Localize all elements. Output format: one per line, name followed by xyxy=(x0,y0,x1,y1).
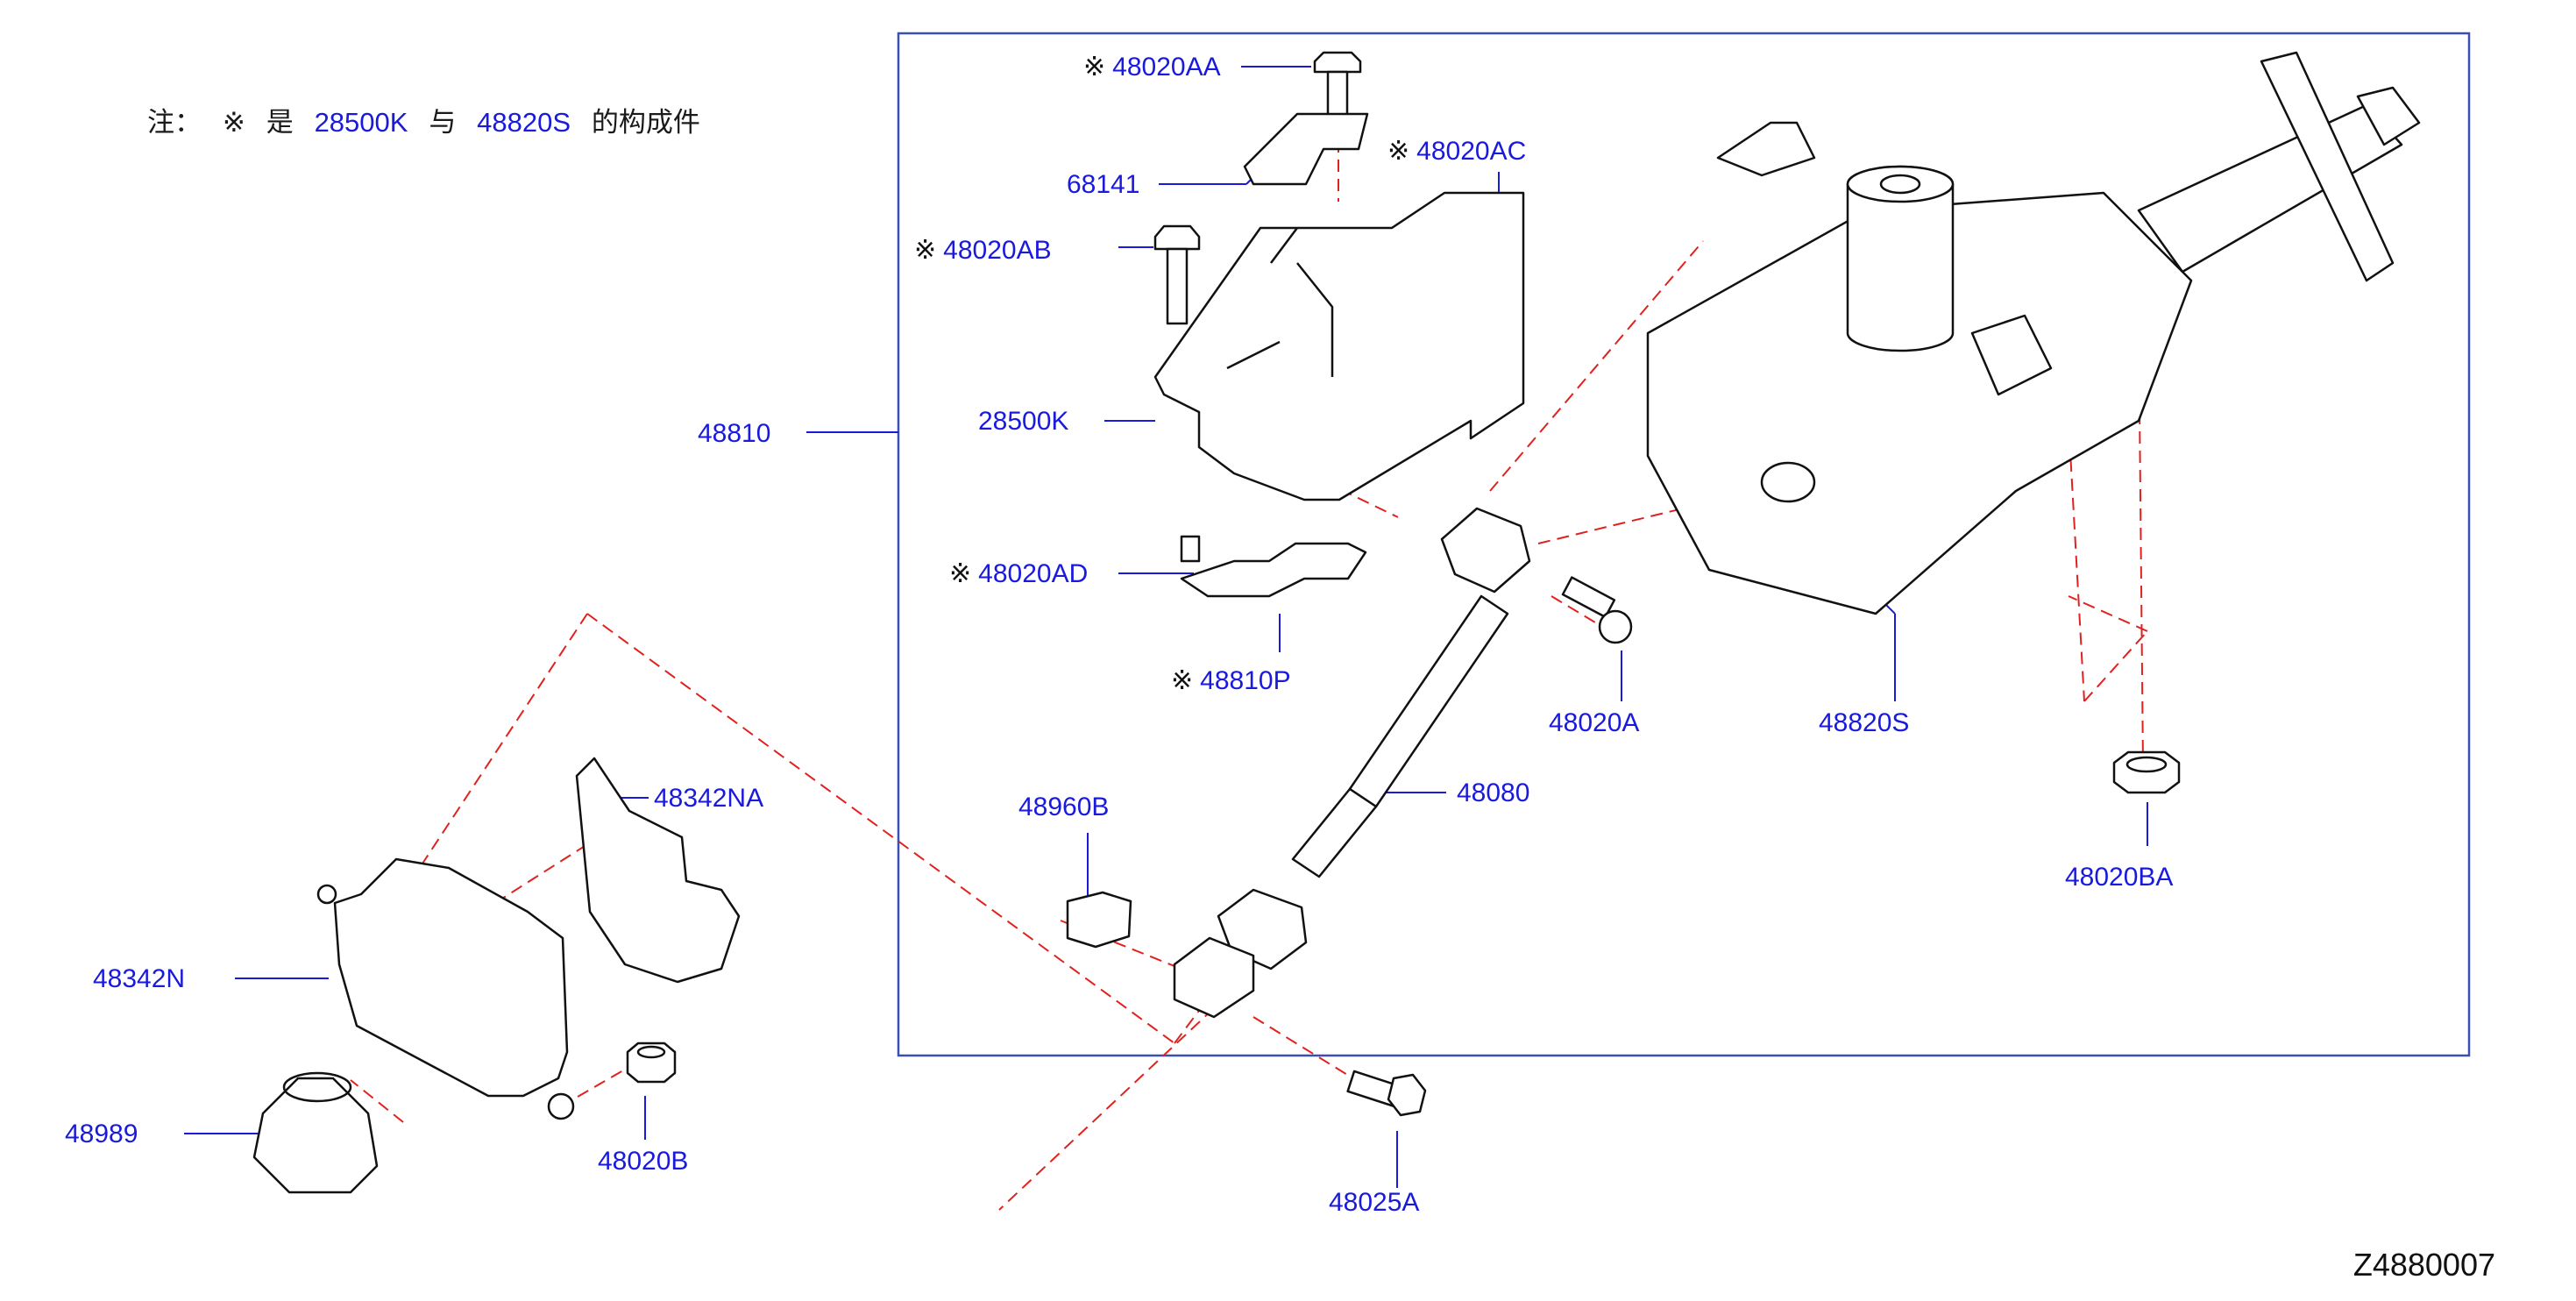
label-48820S[interactable]: 48820S xyxy=(1819,708,1910,737)
cover-48342NA xyxy=(575,757,741,984)
boot-48989 xyxy=(252,1071,379,1194)
label-48342NA[interactable]: 48342NA xyxy=(654,784,764,813)
label-48020AA[interactable]: ※48020AA xyxy=(1083,52,1221,82)
label-48020A[interactable]: 48020A xyxy=(1549,708,1640,737)
note-line: 注： ※ 是 28500K 与 48820S 的构成件 xyxy=(147,100,700,139)
steering-column-48820S xyxy=(1646,51,2421,615)
part-outlines xyxy=(252,51,2421,1194)
label-48810P[interactable]: ※48810P xyxy=(1171,665,1291,696)
note-symbol-mark: ※ xyxy=(914,235,937,266)
diagram-code: Z4880007 xyxy=(2352,1247,2495,1283)
label-48342N[interactable]: 48342N xyxy=(93,964,186,993)
bolt-48020A xyxy=(1561,576,1633,644)
note-symbol-mark: ※ xyxy=(1387,136,1410,167)
label-48020AB[interactable]: ※48020AB xyxy=(914,235,1052,266)
note-part-b[interactable]: 48820S xyxy=(477,107,571,138)
assembly-frame xyxy=(897,32,2471,1057)
seal-48960B xyxy=(1066,891,1132,949)
note-prefix: 注： xyxy=(147,107,202,139)
label-48810[interactable]: 48810 xyxy=(698,419,771,448)
note-suffix: 的构成件 xyxy=(591,107,700,139)
note-part-a[interactable]: 28500K xyxy=(314,107,408,138)
label-48960B[interactable]: 48960B xyxy=(1018,793,1110,821)
label-48020AC[interactable]: ※48020AC xyxy=(1387,136,1527,167)
control-unit-28500K xyxy=(1153,191,1525,501)
bolt-48020AA xyxy=(1313,51,1362,117)
label-68141[interactable]: 68141 xyxy=(1067,170,1140,199)
label-48025A[interactable]: 48025A xyxy=(1329,1188,1420,1217)
note-symbol-mark: ※ xyxy=(949,558,972,589)
label-28500K[interactable]: 28500K xyxy=(978,407,1069,436)
nut-48020BA xyxy=(2112,750,2181,794)
cover-48342N xyxy=(333,857,569,1098)
label-48020BA[interactable]: 48020BA xyxy=(2065,863,2174,892)
bolt-48020AB xyxy=(1153,224,1201,325)
note-symbol-mark: ※ xyxy=(1171,665,1194,696)
label-48989[interactable]: 48989 xyxy=(65,1120,138,1148)
label-48020B[interactable]: 48020B xyxy=(598,1147,689,1176)
note-symbol: ※ xyxy=(222,107,245,139)
bolt-48025A xyxy=(1346,1070,1427,1117)
label-48080[interactable]: 48080 xyxy=(1457,778,1530,807)
nut-48020B xyxy=(626,1042,677,1084)
note-is: 是 xyxy=(266,107,294,139)
label-48020AD[interactable]: ※48020AD xyxy=(949,558,1089,589)
steering-shaft-48080 xyxy=(1173,507,1531,1019)
note-and: 与 xyxy=(429,107,457,139)
note-symbol-mark: ※ xyxy=(1083,52,1106,82)
bracket-68141 xyxy=(1243,112,1369,186)
clip-48810P xyxy=(1180,542,1367,598)
